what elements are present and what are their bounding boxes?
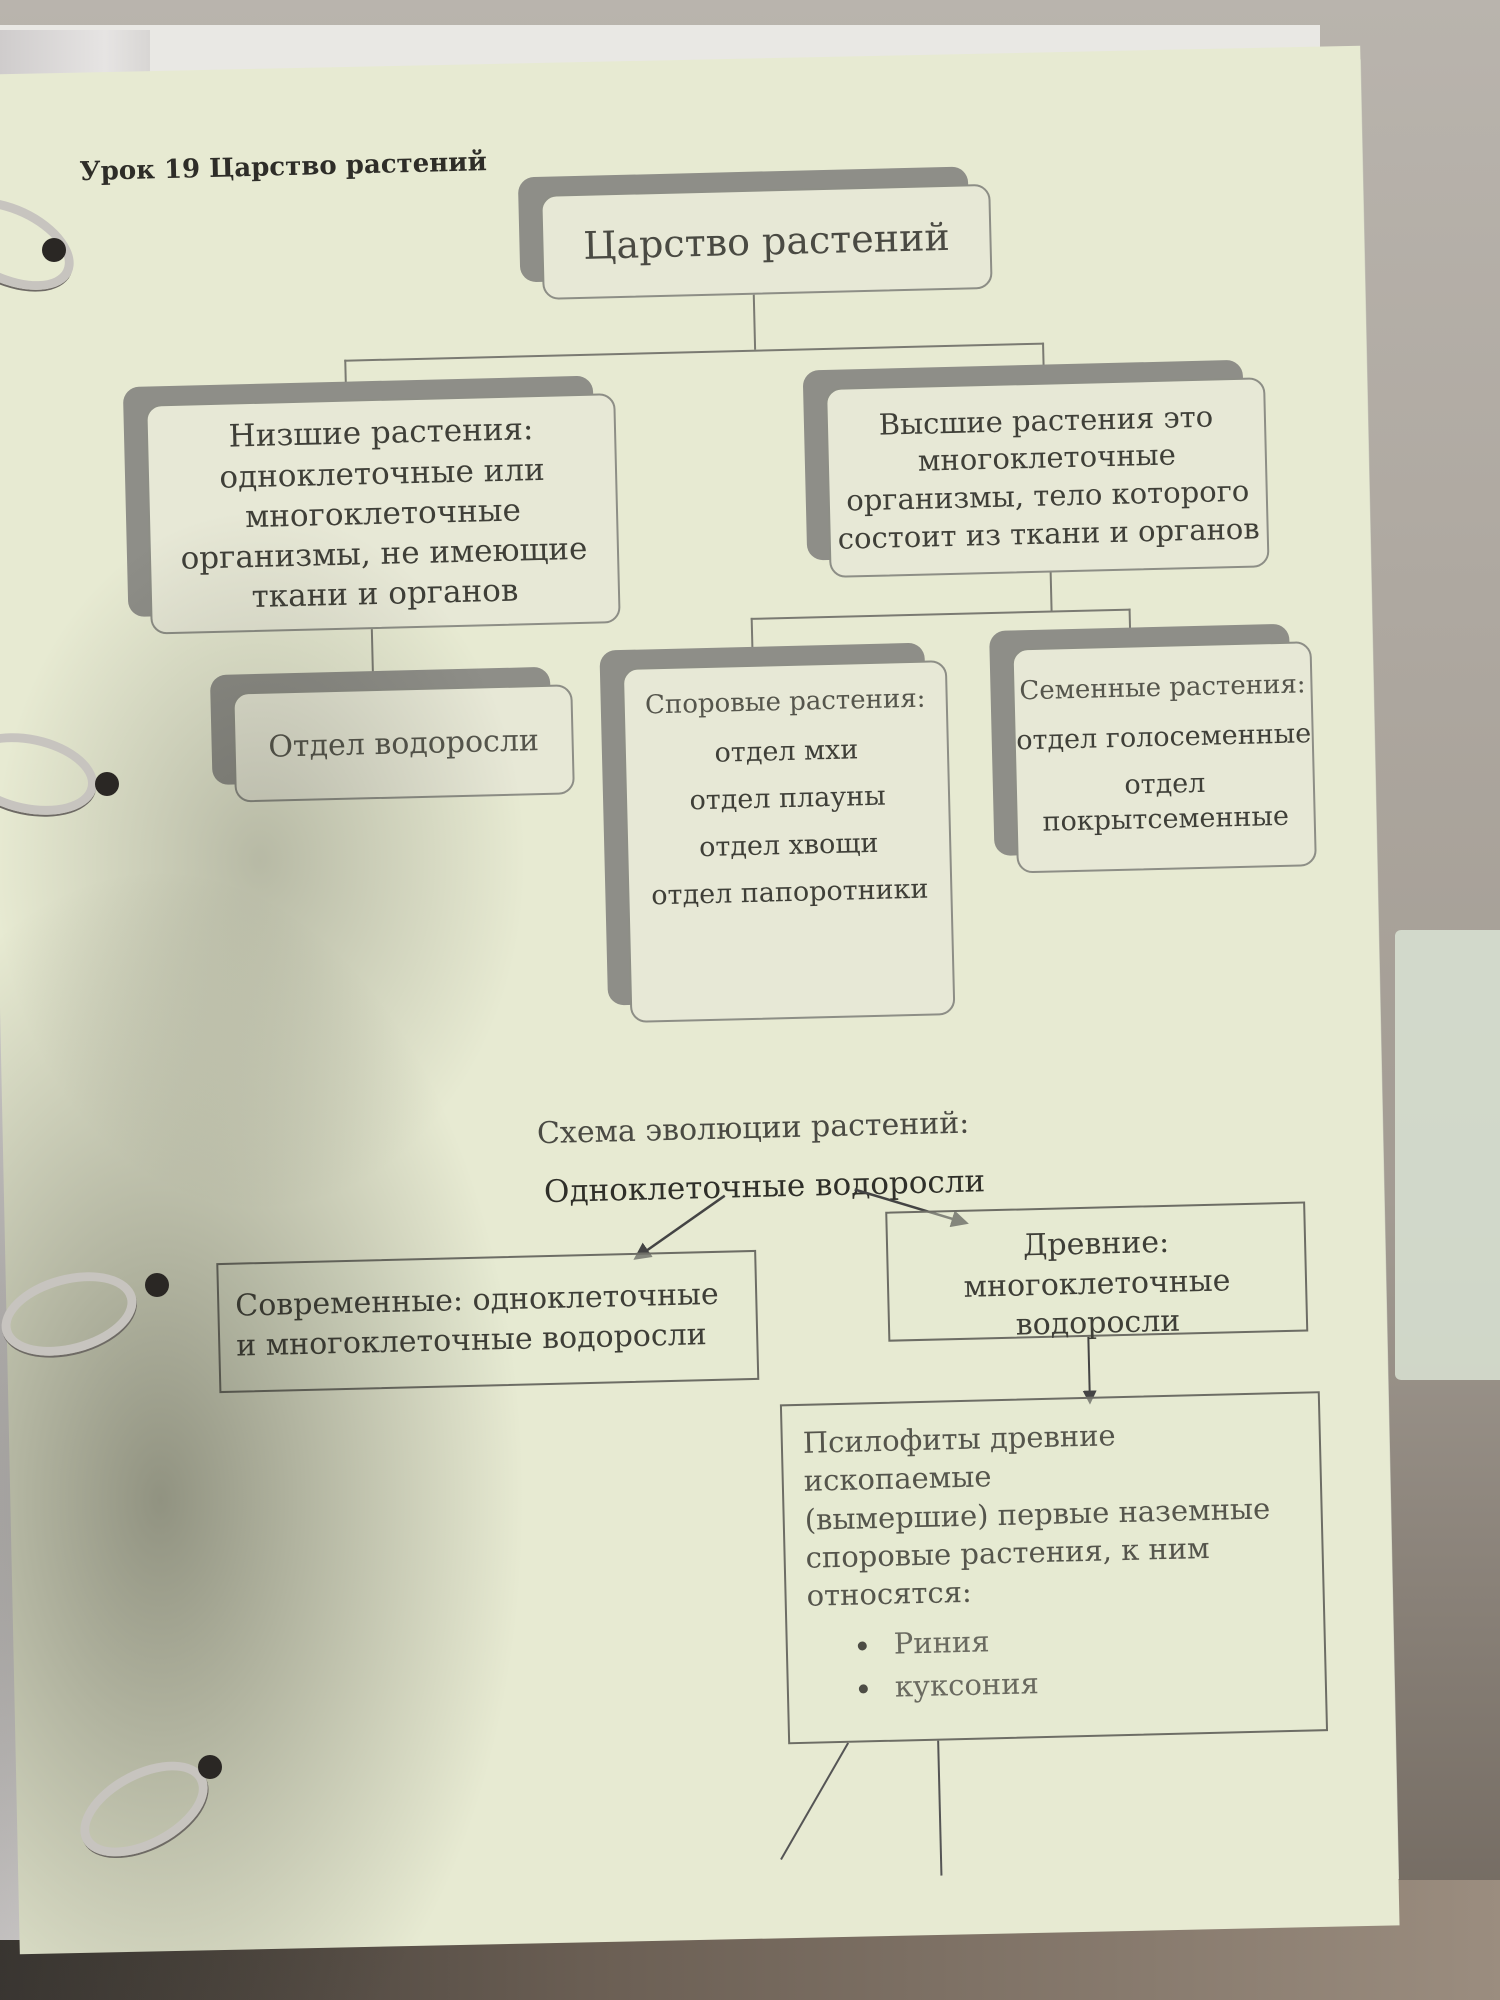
- ancient-algae-line-1: Древние: многоклеточные: [963, 1224, 1231, 1305]
- punch-hole-3: [145, 1273, 169, 1297]
- arrow-to-psilophytes: [1082, 1336, 1097, 1405]
- psilophytes-example: Риния: [857, 1615, 1304, 1664]
- psilophytes-box: Псилофиты древние ископаемые (вымершие) …: [779, 1391, 1329, 1745]
- divider-tab: [1395, 930, 1500, 1380]
- punch-hole-2: [95, 772, 119, 796]
- ancient-algae-box: Древние: многоклеточные водоросли: [885, 1201, 1309, 1343]
- psilophytes-line-1: Псилофиты древние ископаемые: [802, 1418, 1117, 1499]
- modern-algae-box: Современные: одноклеточные и многоклеточ…: [216, 1249, 760, 1394]
- line-from-psilophytes-left: [780, 1742, 850, 1860]
- line-from-psilophytes-down: [937, 1740, 943, 1876]
- arrow-to-ancient: [854, 1188, 969, 1228]
- punch-hole-4: [198, 1755, 222, 1779]
- psilophytes-example: куксония: [858, 1657, 1305, 1706]
- punch-hole-1: [42, 238, 66, 262]
- arrow-to-modern: [633, 1194, 726, 1260]
- psilophytes-examples: Риния куксония: [857, 1615, 1305, 1706]
